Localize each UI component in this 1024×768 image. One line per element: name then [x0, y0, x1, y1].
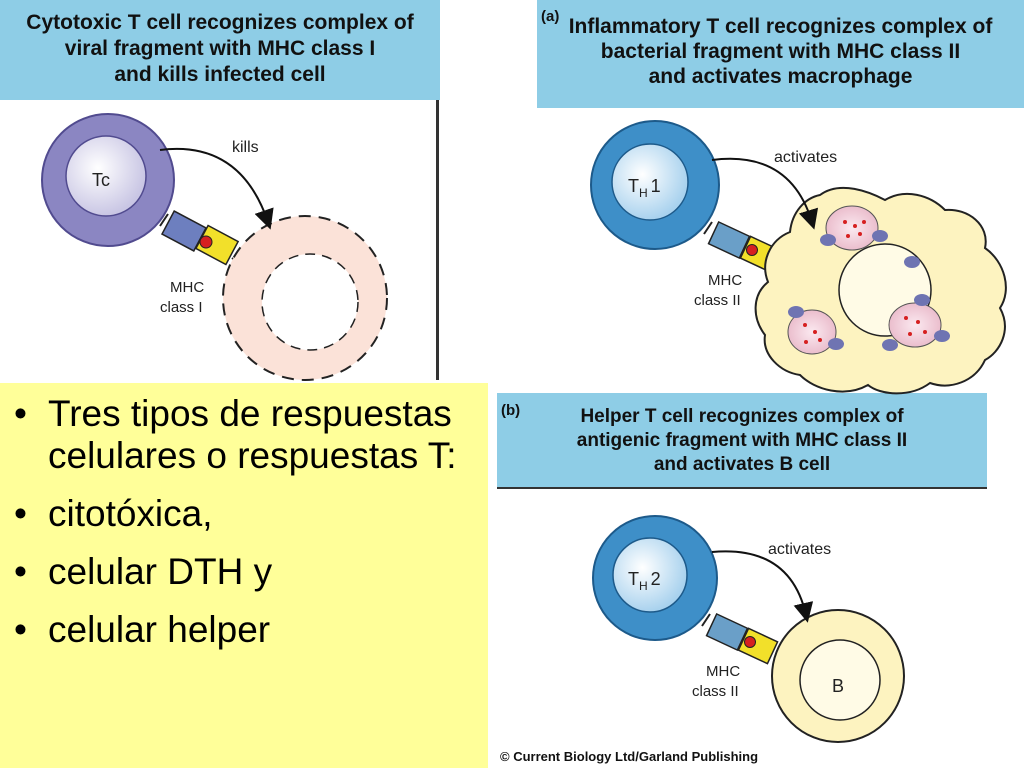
- kills-label: kills: [232, 139, 259, 156]
- bullet-item: • Tres tipos de respuestas celulares o re…: [14, 393, 488, 477]
- bullet-list: • Tres tipos de respuestas celulares o re…: [14, 393, 488, 651]
- kills-arrow: [159, 148, 274, 230]
- vesicle-3: [882, 294, 950, 351]
- th2-mhc-label-1: MHC: [706, 663, 740, 680]
- bullet-dot: •: [14, 609, 27, 650]
- th1-activates-label: activates: [774, 149, 837, 166]
- bullet-dot: •: [14, 551, 27, 592]
- bullet-text: citotóxica,: [48, 493, 213, 534]
- bullet-dot: •: [14, 393, 27, 434]
- cytotoxic-header-line-2: viral fragment with MHC class I: [64, 37, 376, 60]
- bullet-dot: •: [14, 493, 27, 534]
- tc-cell-label: Tc: [92, 170, 110, 190]
- th2-activates-arrow: [711, 550, 814, 623]
- tc-cell: Tc: [41, 113, 175, 247]
- bullet-item: • celular helper: [14, 609, 488, 651]
- th2-activates-label: activates: [768, 541, 831, 558]
- bullet-item: • celular DTH y: [14, 551, 488, 593]
- copyright-notice: © Current Biology Ltd/Garland Publishing: [500, 749, 759, 764]
- th2-receptor: [701, 612, 749, 652]
- bullet-text: celular helper: [48, 609, 271, 650]
- panel-a-label: (a): [541, 8, 560, 25]
- inflammatory-header: (a) Inflammatory T cell recognizes compl…: [537, 0, 1024, 108]
- vesicle-1: [820, 205, 888, 251]
- macrophage: [754, 186, 1007, 395]
- infected-cell: [222, 215, 388, 381]
- b-cell-label: B: [832, 676, 844, 696]
- b-cell: B: [771, 609, 905, 743]
- bullet-text: Tres tipos de respuestas celulares o res…: [48, 393, 457, 476]
- bullet-box: • Tres tipos de respuestas celulares o re…: [0, 383, 488, 768]
- cytotoxic-header-line-3: and kills infected cell: [114, 63, 326, 86]
- th1-mhc-label-2: class II: [694, 292, 741, 309]
- inflammatory-header-line-2: bacterial fragment with MHC class II: [600, 40, 961, 63]
- cytotoxic-header: Cytotoxic T cell recognizes complex of v…: [0, 0, 440, 100]
- cytotoxic-panel-divider: [436, 100, 439, 380]
- th2-mhc-class-ii: [737, 627, 785, 666]
- th1-receptor: [703, 220, 751, 260]
- bullet-item: • citotóxica,: [14, 493, 488, 535]
- th1-activates-arrow: [711, 157, 819, 230]
- cytotoxic-header-line-1: Cytotoxic T cell recognizes complex of: [26, 11, 414, 34]
- bullet-text: celular DTH y: [48, 551, 273, 592]
- helper-header-line-2: antigenic fragment with MHC class II: [576, 430, 908, 451]
- tc-mhc-label-1: MHC: [170, 279, 204, 296]
- inflammatory-header-line-3: and activates macrophage: [648, 65, 913, 88]
- helper-header: (b) Helper T cell recognizes complex of …: [497, 393, 987, 488]
- inflammatory-header-line-1: Inflammatory T cell recognizes complex o…: [568, 15, 993, 38]
- th1-mhc-label-1: MHC: [708, 272, 742, 289]
- helper-header-underline: [497, 487, 987, 489]
- helper-header-line-1: Helper T cell recognizes complex of: [580, 406, 904, 427]
- vesicle-2: [787, 306, 844, 355]
- tc-mhc-label-2: class I: [160, 299, 203, 316]
- panel-b-label: (b): [501, 402, 521, 419]
- helper-header-line-3: and activates B cell: [653, 454, 831, 475]
- th2-mhc-label-2: class II: [692, 683, 739, 700]
